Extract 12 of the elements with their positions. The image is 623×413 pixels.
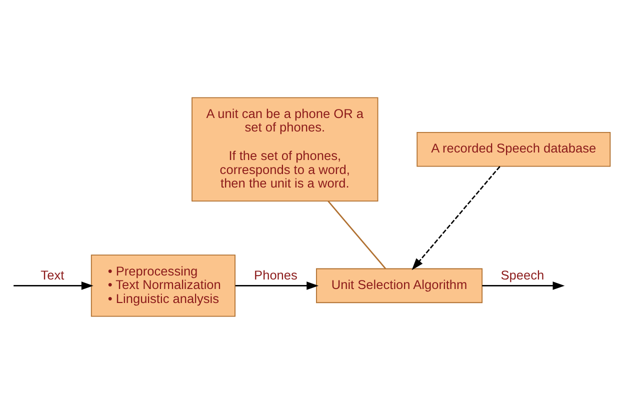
node-box: A unit can be a phone OR a set of phones. If the set of phones, corresponds to a word, then the unit is a word. <box>192 96 378 202</box>
arrow <box>482 281 565 290</box>
arrow <box>14 281 94 290</box>
arrow <box>412 166 500 270</box>
node-box: • Preprocessing • Text Normalization • Linguistic analysis <box>90 254 236 316</box>
edge-label: Text <box>40 266 64 282</box>
node-box: A recorded Speech database <box>416 131 611 166</box>
node-box: Unit Selection Algorithm <box>316 268 483 303</box>
edge-label: Speech <box>500 266 544 282</box>
connector <box>328 200 386 269</box>
edge-label: Phones <box>254 266 298 282</box>
arrow <box>235 281 319 290</box>
